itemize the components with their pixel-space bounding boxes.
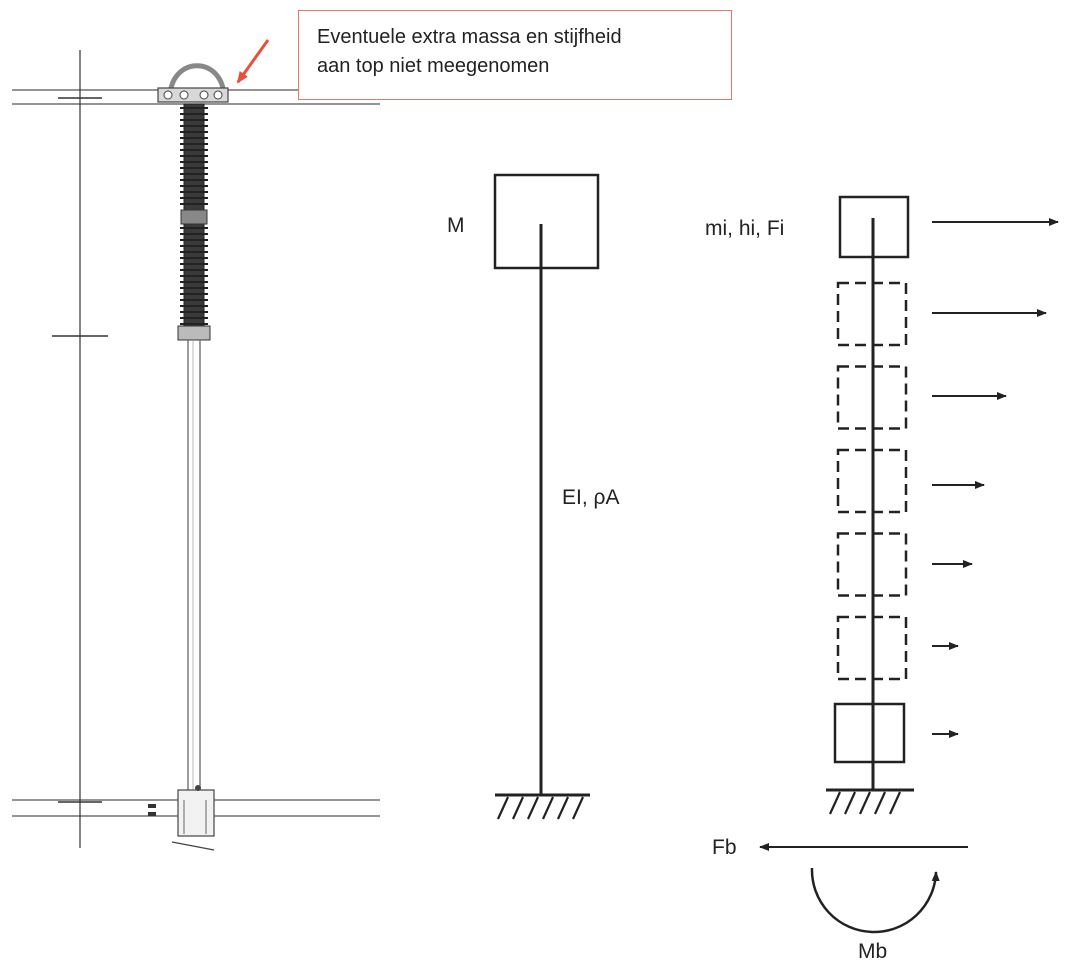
base-force-label: Fb [712,836,737,859]
dashed-mass-box [836,615,908,681]
dashed-mass-box [836,532,908,597]
hatch-line [511,796,525,820]
top-mass-box [493,173,600,270]
base-moment-label: Mb [858,940,888,963]
callout-arrow [236,39,270,84]
foot-marker [148,804,156,808]
callout-note: Eventuele extra massa en stijfheid aan t… [298,10,732,100]
foot-bolt [195,785,201,791]
hatch-line [526,796,540,820]
clamp-bolt [199,90,209,100]
clamp-bolt [179,90,189,100]
hatch-line [873,791,887,815]
bottom-mass-box [833,702,906,764]
top-arc-connector [167,63,227,99]
support-hatching [496,796,585,820]
mass-label: M [447,214,465,237]
dashed-mass-box [836,281,908,347]
hatch-line [888,791,902,815]
hatch-line [858,791,872,815]
callout-line-1: Eventuele extra massa en stijfheid [317,26,622,48]
hatch-line [843,791,857,815]
callout-line-2: aan top niet meegenomen [317,55,550,77]
hatch-line [556,796,570,820]
hatch-line [541,796,555,820]
hatch-line [571,796,585,820]
insulator-sheds [180,107,208,325]
dashed-mass-box [836,448,908,514]
dashed-mass-box [836,365,908,430]
foot-ground-line [171,841,215,851]
base-moment-arrow [810,867,940,934]
force-arrows [932,218,1059,738]
top-clamp [157,87,229,103]
hatch-line [828,791,842,815]
top-mass-box [838,195,910,259]
lumped-mass-label: mi, hi, Fi [705,217,785,240]
support-hatching [828,791,902,815]
clamp-bolt [213,90,223,100]
technical-drawing [12,50,380,851]
dashed-masses [836,281,908,681]
hatch-line [496,796,510,820]
insulator-base-flange [177,325,211,341]
column-foot [177,789,215,837]
beam-properties-label: EI, ρA [562,486,620,509]
single-mass-model [493,173,600,820]
insulator-flange [180,209,208,225]
foot-marker [148,812,156,816]
lumped-mass-model [759,195,1059,934]
clamp-bolt [163,90,173,100]
